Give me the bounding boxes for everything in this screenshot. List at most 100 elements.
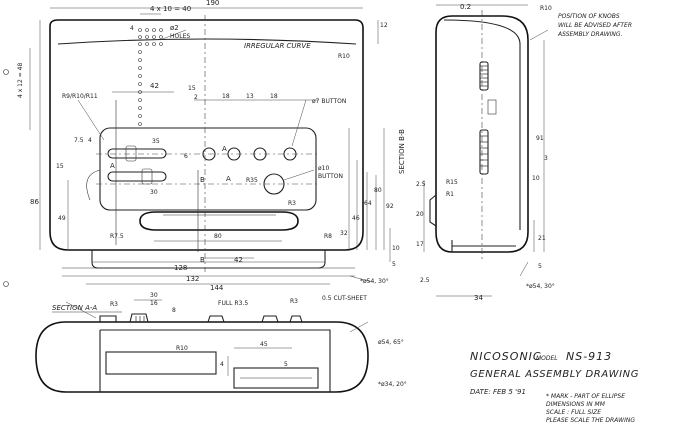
dim-right-92: 92 <box>386 203 394 210</box>
label-r15: R15 <box>446 179 458 186</box>
dim-knob-4-side: 4 <box>88 137 92 144</box>
label-top-r3-left: R3 <box>110 301 118 308</box>
label-section-bb: SECTION B-B <box>398 129 406 174</box>
mark-a-left: A <box>110 162 115 170</box>
dim-h5: 5 <box>538 263 542 270</box>
label-button-7: ø7 BUTTON <box>312 98 346 105</box>
label-top-r3-right: R3 <box>290 298 298 305</box>
label-top-radius: R10 <box>338 53 350 60</box>
dim-right-80: 80 <box>374 187 382 194</box>
dim-button-span-42: 42 <box>150 82 159 90</box>
dim-right-46: 46 <box>352 215 360 222</box>
mark-b-left: B <box>200 176 205 184</box>
dim-gap-2: 2 <box>194 94 198 101</box>
label-ellipse-front: *ø54, 30° <box>360 278 389 285</box>
dim-pitch-18a: 18 <box>222 93 230 100</box>
side-view-labels: 0.2 R10 POSITION OF KNOBS WILL BE ADVISE… <box>416 3 632 302</box>
dim-right-64: 64 <box>364 200 372 207</box>
mark-b-base: B <box>200 256 205 264</box>
label-ellipse-bottom: *ø34, 20° <box>378 381 407 388</box>
dim-width-inner: 144 <box>210 284 224 292</box>
title-note-2: DIMENSIONS IN MM <box>546 401 606 408</box>
dim-left-75: 7.5 <box>74 137 84 144</box>
dim-pitch-18b: 18 <box>270 93 278 100</box>
title-block: NICOSONIC MODEL NS-913 GENERAL ASSEMBLY … <box>470 350 639 424</box>
label-holes-word: HOLES <box>170 33 190 40</box>
label-r1: R1 <box>446 191 454 198</box>
dim-base-25: 2.5 <box>420 277 430 284</box>
title-note-4: PLEASE SCALE THE DRAWING <box>546 417 635 424</box>
dim-base-offset-42: 42 <box>234 256 243 264</box>
title-company: NICOSONIC <box>470 350 542 363</box>
dim-gap-15: 15 <box>188 85 196 92</box>
dim-h3: 3 <box>544 155 548 162</box>
binder-holes <box>3 69 9 287</box>
dim-top-gap: 0.2 <box>460 3 471 11</box>
front-view <box>29 7 391 285</box>
dim-top-w8: 8 <box>172 307 176 314</box>
front-view-labels: 190 4 x 10 = 40 ø2 HOLES 4 IRREGULAR CUR… <box>17 0 406 292</box>
dim-right-6: 6 <box>184 153 188 160</box>
dim-holes-spec: 4 x 10 = 40 <box>150 5 191 13</box>
title-model-number: NS-913 <box>566 350 612 363</box>
mark-a-mid: A <box>226 175 231 183</box>
dim-top-d5: 5 <box>284 361 288 368</box>
label-section-aa: SECTION A-A <box>52 304 97 312</box>
label-button-10: ø10 <box>318 165 329 172</box>
speaker-holes <box>138 28 163 126</box>
dim-height-49: 49 <box>58 215 66 222</box>
top-view <box>35 299 369 393</box>
dim-top-d4: 4 <box>220 361 224 368</box>
dim-right-32: 32 <box>340 230 348 237</box>
title-drawing-title: GENERAL ASSEMBLY DRAWING <box>470 369 639 380</box>
label-cut-sheet: 0.5 CUT-SHEET <box>322 295 367 302</box>
label-r3: R3 <box>288 200 296 207</box>
dim-depth: 34 <box>474 294 483 302</box>
title-note-3: SCALE : FULL SIZE <box>546 409 601 416</box>
note-knobs-line3: ASSEMBLY DRAWING. <box>557 31 623 38</box>
dim-pitch-13: 13 <box>246 93 254 100</box>
dim-right-5: 5 <box>392 261 396 268</box>
dim-width-body: 132 <box>186 275 199 283</box>
dim-side-91: 91 <box>536 135 544 142</box>
title-model-prefix: MODEL <box>536 355 558 362</box>
dim-left-15: 15 <box>56 163 64 170</box>
label-r35: R35 <box>246 177 258 184</box>
dim-slot-length: 80 <box>214 233 222 240</box>
label-ellipse-side: *ø54, 30° <box>526 283 555 290</box>
label-ellipse-top: ø54, 65° <box>378 339 404 346</box>
dim-knob-35: 35 <box>152 138 160 145</box>
label-left-radius: R9/R10/R11 <box>62 93 98 100</box>
title-date: DATE: FEB 5 '91 <box>470 388 526 396</box>
label-button-word: BUTTON <box>318 173 343 180</box>
note-knobs-line1: POSITION OF KNOBS <box>558 13 620 20</box>
dim-top-d45: 45 <box>260 341 268 348</box>
dim-left-4x12: 4 x 12 = 48 <box>17 63 24 98</box>
dim-knob-4: 4 <box>130 25 134 32</box>
dim-width-base: 128 <box>174 264 187 272</box>
label-base-radius: R8 <box>324 233 332 240</box>
dim-h21: 21 <box>538 235 546 242</box>
dim-right-12: 12 <box>380 22 388 29</box>
dim-knob-30: 30 <box>150 189 158 196</box>
title-note-1: * MARK - PART OF ELLIPSE <box>546 393 625 400</box>
note-knobs-line2: WILL BE ADVISED AFTER <box>558 22 632 29</box>
label-top-r10: R10 <box>176 345 188 352</box>
dim-h20: 20 <box>416 211 424 218</box>
dim-top-w30: 30 <box>150 292 158 299</box>
dim-h25: 2.5 <box>416 181 426 188</box>
dim-top-w16: 16 <box>150 300 158 307</box>
label-full-r35: FULL R3.5 <box>218 300 248 307</box>
label-slot-radius: R7.5 <box>110 233 124 240</box>
dim-h17: 17 <box>416 241 424 248</box>
label-side-top-radius: R10 <box>540 5 552 12</box>
dim-width-total: 190 <box>206 0 219 7</box>
label-holes-dia: ø2 <box>170 24 179 32</box>
side-view <box>423 4 549 297</box>
dim-h10: 10 <box>532 175 540 182</box>
dim-height-86: 86 <box>30 198 39 206</box>
dim-right-10: 10 <box>392 245 400 252</box>
top-view-labels: SECTION A-A R3 30 16 8 FULL R3.5 R3 0.5 … <box>52 292 407 388</box>
label-irregular-curve: IRREGULAR CURVE <box>244 42 311 50</box>
